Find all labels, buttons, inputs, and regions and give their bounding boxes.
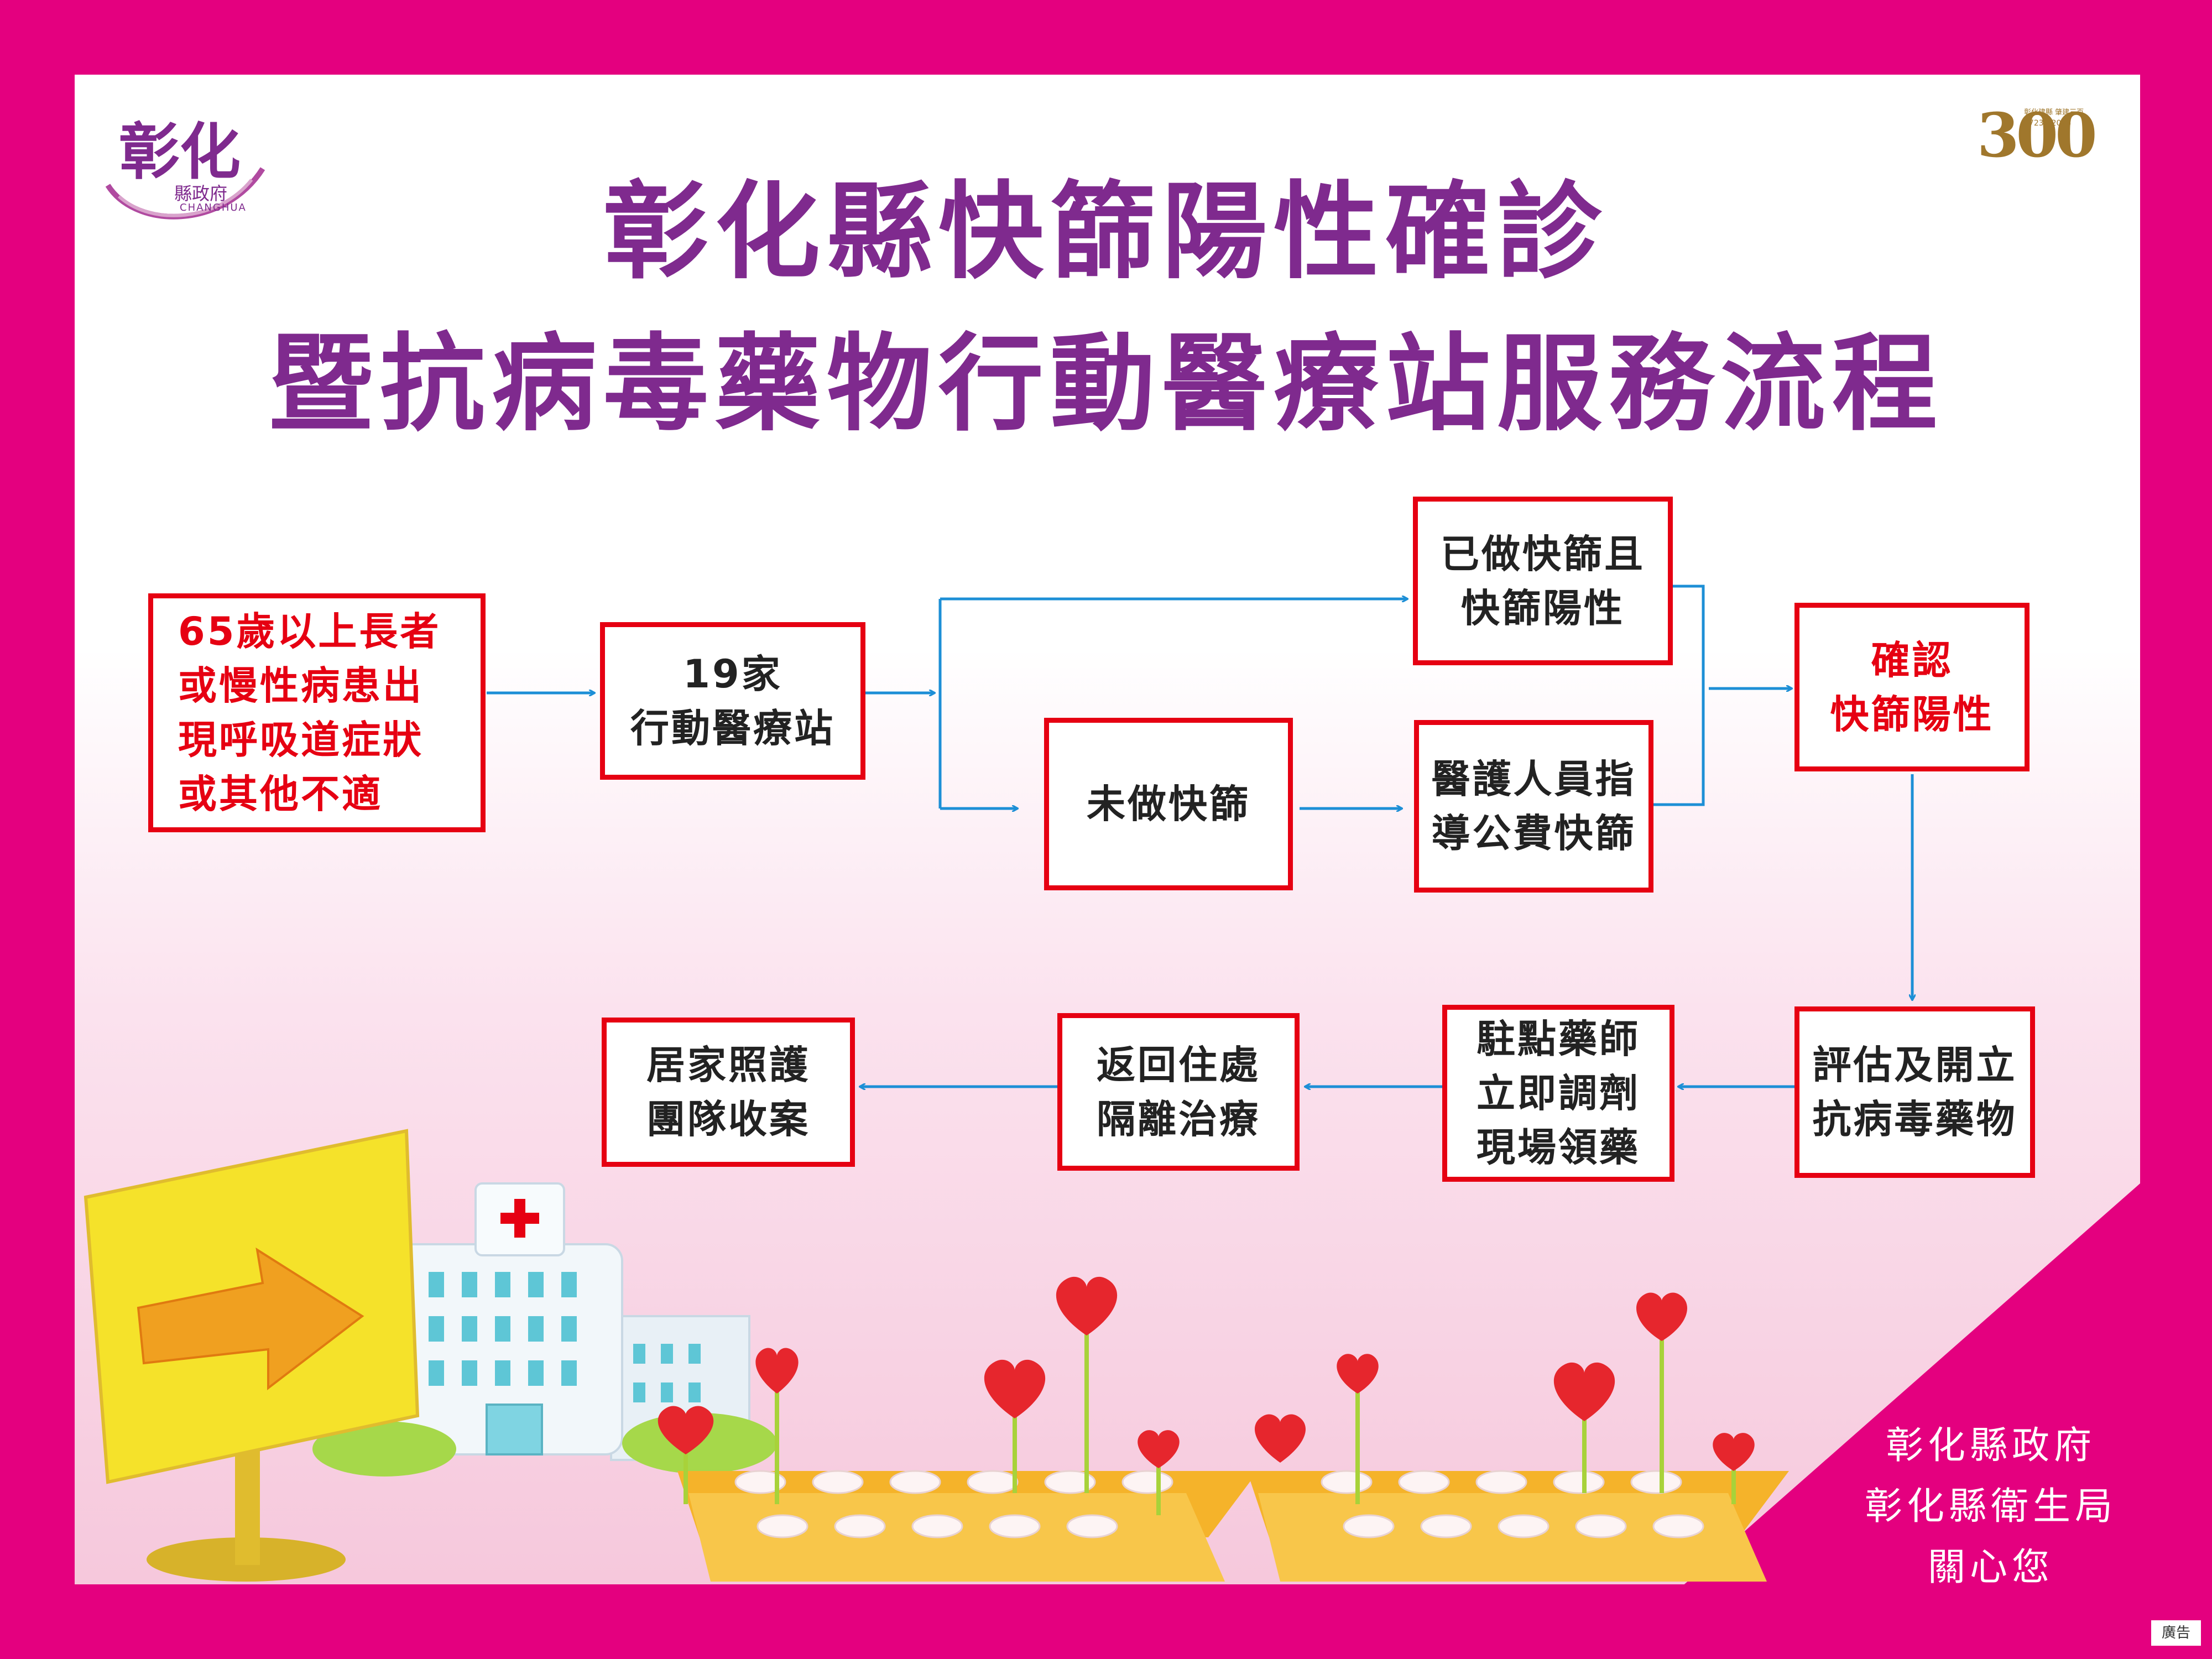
footer-line3: 關心您 xyxy=(1927,1546,2054,1589)
county-logo: 彰化 縣政府 CHANGHUA xyxy=(102,102,268,229)
county-logo-en: CHANGHUA xyxy=(180,202,247,213)
flow-not-tested-box: 未做快篩 xyxy=(1044,718,1293,890)
pill-strips xyxy=(677,1470,1789,1582)
footer-line1: 彰化縣政府 xyxy=(1885,1424,2096,1468)
decoration-illustration xyxy=(84,1129,1789,1582)
footer-line2: 彰化縣衛生局 xyxy=(1864,1485,2117,1528)
flow-start-box: 65歲以上長者 或慢性病患出 現呼吸道症狀 或其他不適 xyxy=(148,593,486,832)
heart-pill-icon xyxy=(658,1276,1755,1515)
footer-credit: 彰化縣政府 彰化縣衛生局 關心您 xyxy=(1825,1416,2157,1598)
flow-prescribe-box: 評估及開立 抗病毒藥物 xyxy=(1794,1006,2035,1178)
corner-cut xyxy=(1681,1183,2140,1587)
county-logo-swoosh xyxy=(105,167,265,220)
flow-station-box: 19家 行動醫療站 xyxy=(600,622,865,780)
page-title-line1: 彰化縣快篩陽性確診 xyxy=(603,171,1609,293)
county-logo-small: 縣政府 xyxy=(174,183,228,204)
flow-tested-positive-box: 已做快篩且 快篩陽性 xyxy=(1413,497,1673,665)
ad-label: 廣告 xyxy=(2151,1620,2201,1646)
page-title-line2: 暨抗病毒藥物行動醫療站服務流程 xyxy=(268,323,1944,445)
arrow-sign-icon xyxy=(84,1129,420,1582)
merge-line xyxy=(1653,585,1705,806)
flow-isolation-box: 返回住處 隔離治療 xyxy=(1057,1013,1300,1171)
flow-guided-test-box: 醫護人員指 導公費快篩 xyxy=(1414,720,1653,893)
anniversary-logo-big: 300 xyxy=(1977,100,2098,171)
anniversary-logo-years: 1723－2023 xyxy=(2024,119,2072,128)
flow-pharmacist-box: 駐點藥師 立即調劑 現場領藥 xyxy=(1442,1005,1674,1182)
anniversary-logo-small-top: 彰化建縣 肇建三百 xyxy=(2024,108,2084,117)
anniversary-logo: 300 彰化建縣 肇建三百 1723－2023 xyxy=(1977,100,2104,171)
county-logo-big: 彰化 xyxy=(119,116,241,187)
flow-home-care-box: 居家照護 團隊收案 xyxy=(602,1018,855,1167)
flow-confirm-box: 確認 快篩陽性 xyxy=(1794,603,2030,771)
